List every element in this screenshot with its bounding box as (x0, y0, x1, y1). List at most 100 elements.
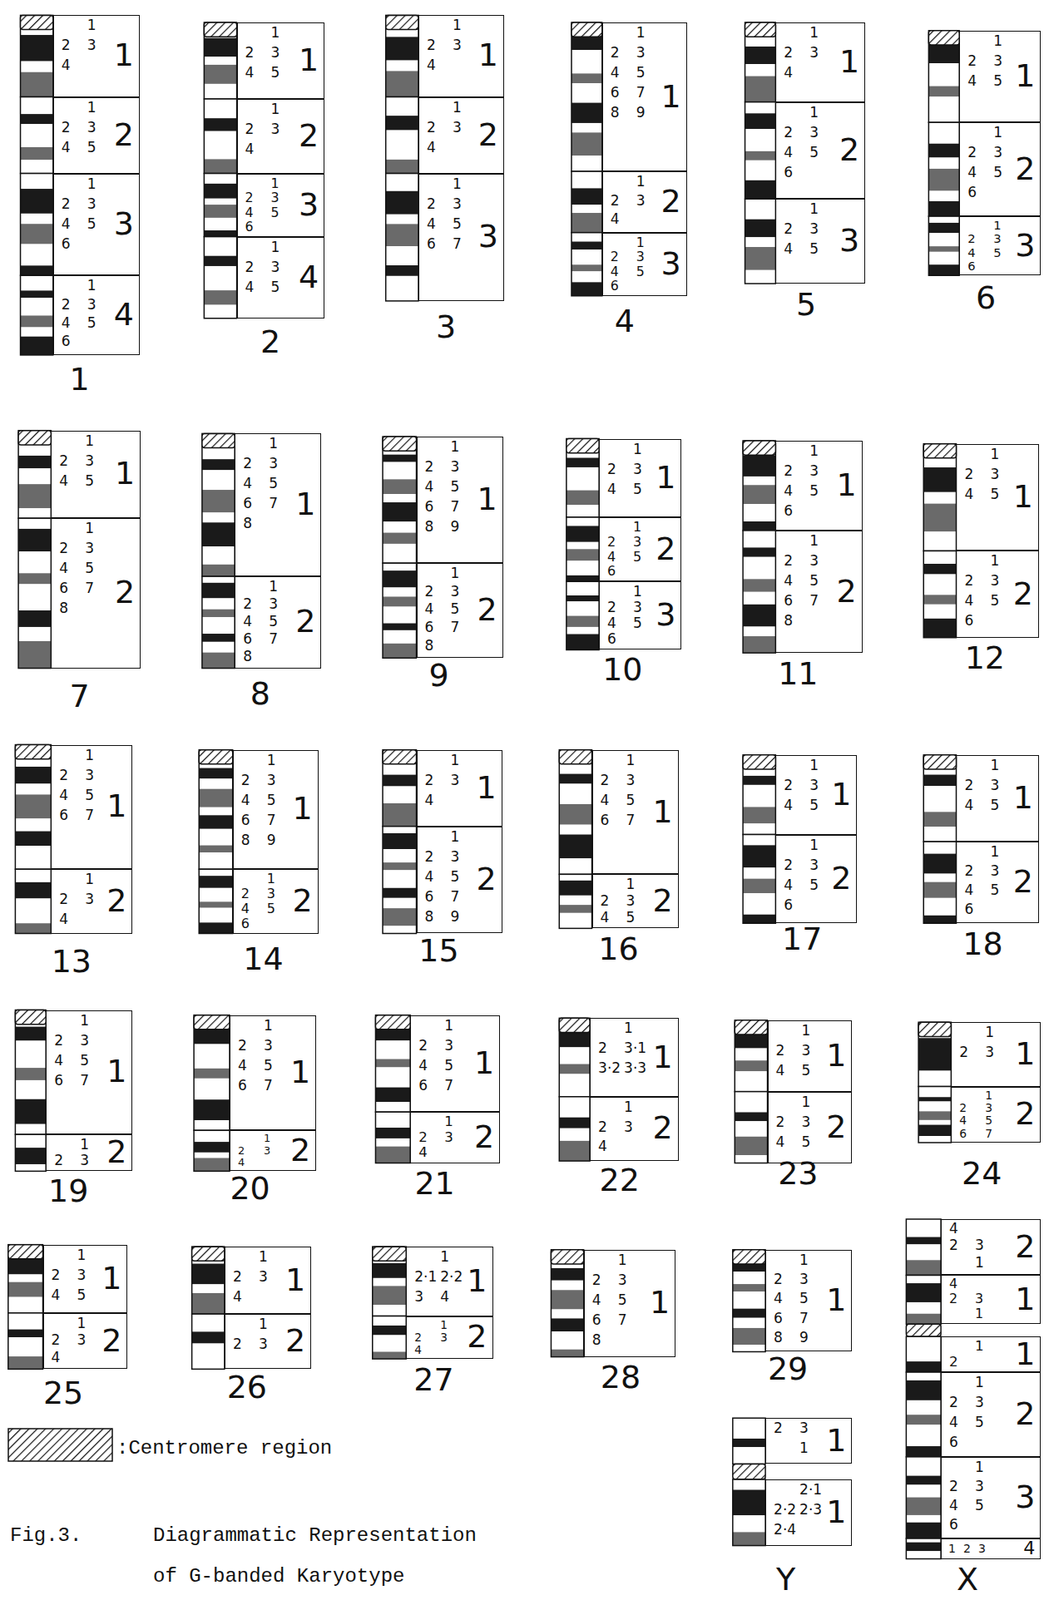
band-number: 1 (801, 1095, 812, 1110)
region-number: 2 (113, 118, 134, 151)
band-number: 2 (242, 597, 253, 612)
chromosome-outline (8, 1245, 44, 1314)
region-number: 2 (290, 1134, 311, 1167)
chromosome-band (745, 219, 777, 238)
region-number: 2 (836, 575, 856, 608)
band-number: 6 (607, 632, 617, 647)
region-number: 1 (836, 469, 856, 501)
band-number: 2 (783, 464, 793, 479)
region-number: 1 (826, 1496, 847, 1529)
chromosome-band (745, 247, 777, 271)
chromosome-outline (918, 1087, 951, 1143)
band-number: 4 (59, 912, 69, 927)
band-number: 5 (267, 793, 277, 808)
chromosome-outline (559, 1018, 590, 1097)
chromosome-band (566, 581, 599, 596)
chromosome-number: 5 (796, 288, 817, 321)
chromosome-outline (382, 750, 416, 827)
region-number: 1 (1013, 480, 1034, 513)
centromere-region (918, 1022, 951, 1037)
band-number: 2 (242, 456, 253, 471)
chromosome-outline (375, 1015, 411, 1114)
chromosome-band (203, 64, 237, 85)
centromere-region (923, 444, 956, 459)
chromosome-number: 23 (777, 1157, 818, 1190)
chromosome-band (571, 132, 603, 156)
region-box: 1234563 (237, 173, 326, 238)
chromosome-band (923, 882, 956, 899)
region-box: 12341 (418, 14, 505, 97)
chromosome-band (734, 1060, 767, 1072)
chromosome-band (18, 430, 51, 456)
chromosome-band (742, 636, 776, 654)
chromosome-outline (732, 1418, 766, 1465)
chromosome-band (203, 84, 237, 99)
band-number: 2 (59, 454, 69, 469)
chromosome-band (905, 1515, 941, 1524)
region-number: 1 (101, 1262, 122, 1295)
chromosome-number: 28 (600, 1361, 641, 1394)
region-box: 12345673 (418, 173, 505, 302)
region-box: 1234563 (53, 173, 140, 277)
band-number: 3 (79, 1153, 90, 1168)
band-number: 1 (989, 447, 1000, 462)
chromosome-band (571, 282, 603, 296)
band-number: 1 (974, 1307, 984, 1322)
band-number: 7 (450, 620, 461, 635)
region-number: 1 (285, 1264, 306, 1297)
band-number: 5 (809, 145, 819, 160)
chromosome-band (923, 550, 956, 564)
region-box: 1231 (765, 1418, 852, 1465)
chromosome-band (202, 470, 235, 490)
region-number: 1 (826, 1284, 847, 1317)
chromosome-band (385, 14, 419, 37)
band-number: 4 (242, 476, 253, 491)
chromosome-band (928, 143, 960, 159)
chromosome-band (385, 130, 419, 160)
chromosome-band (198, 815, 233, 829)
chromosome-band (203, 131, 237, 160)
chromosome-outline (14, 1010, 46, 1136)
band-number: 5 (263, 1058, 273, 1074)
band-number: 4 (776, 1135, 786, 1150)
band-number: 4 (607, 550, 616, 565)
chromosome-band (732, 1291, 766, 1310)
band-number: 2 (61, 197, 71, 212)
region-number: 1 (298, 44, 319, 76)
chromosome-band (14, 1134, 46, 1148)
chromosome-band (742, 893, 776, 916)
band-number: 3 (444, 1039, 454, 1054)
chromosome-band (559, 913, 592, 930)
band-number: 4 (783, 798, 793, 813)
band-number: 6 (783, 504, 793, 519)
band-number: 9 (799, 1330, 809, 1346)
chromosome-band (566, 542, 599, 550)
chromosome-band (566, 439, 599, 459)
region-number: 1 (831, 778, 852, 811)
band-number: 4 (949, 1415, 959, 1430)
chromosome-band (550, 1268, 584, 1282)
band-number: 1 (440, 1320, 448, 1332)
chromosome-outline (193, 1130, 230, 1172)
region-number: 3 (113, 207, 134, 240)
region-number: 1 (292, 792, 313, 825)
band-number: 1 (974, 1460, 985, 1475)
chromosome-band (928, 201, 960, 217)
band-number: 6 (592, 1313, 602, 1328)
region-number: 1 (295, 488, 316, 520)
chromosome-band (571, 188, 603, 205)
band-number: 4 (426, 58, 436, 73)
chromosome-band (198, 829, 233, 847)
chromosome-outline (923, 841, 956, 924)
chromosome-outline (203, 22, 237, 99)
centromere-region (928, 30, 960, 45)
chromosome-band (202, 642, 235, 654)
chromosome-band (742, 835, 776, 847)
chromosome-band (385, 214, 419, 225)
band-number: 8 (59, 601, 69, 616)
chromosome-band (18, 583, 51, 611)
band-number: 2 (598, 1120, 608, 1135)
region-number: 2 (1014, 1231, 1035, 1263)
band-number: 1 (271, 177, 280, 191)
band-number: 1 (809, 202, 819, 217)
